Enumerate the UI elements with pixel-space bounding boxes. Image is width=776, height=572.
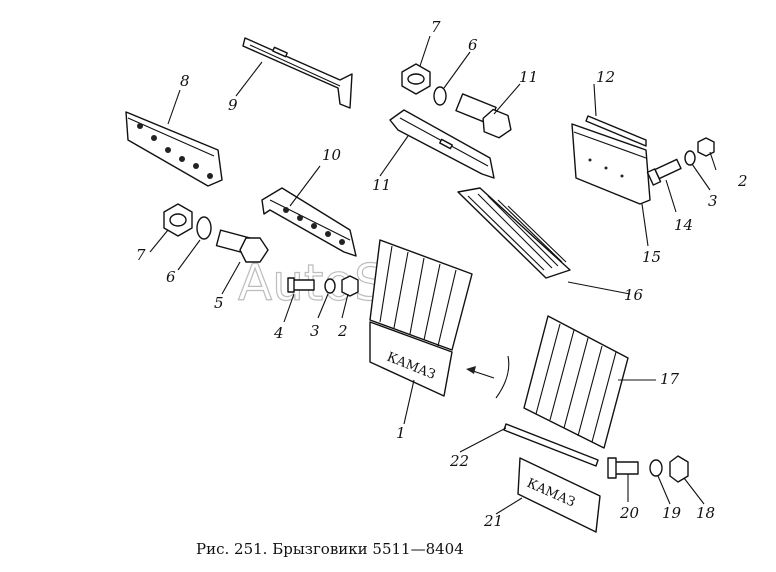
part-3-washer-small [324,278,336,294]
part-6-washer-left [196,216,212,240]
part-19-washer [649,459,663,477]
part-3-washer-right [684,150,696,166]
label-19: 19 [662,504,682,522]
label-12: 11 [519,68,538,86]
label-8: 8 [180,72,190,90]
part-22-strip [503,423,599,467]
label-13: 12 [596,68,615,86]
part-2-nut-small [341,275,359,297]
label-7-top: 7 [431,18,441,36]
callout-labels: 7 6 11 12 8 9 10 11 2 3 14 15 16 7 6 5 4… [136,18,748,530]
part-13-strip [585,115,647,147]
part-16-grille [457,187,571,279]
part-1-mudflap-assembly: КАМАЗ [369,239,473,397]
part-20-bolt [607,457,639,479]
label-11: 11 [372,176,391,194]
label-21: 21 [483,512,503,530]
part-10-bracket [261,187,357,257]
part-2-nut-right [697,137,715,157]
part-7-nut-left [163,203,193,237]
label-3-left: 3 [310,322,320,340]
direction-arrow [466,355,510,399]
part-18-nut [669,455,689,483]
label-20: 20 [619,504,640,522]
part-12-bolt [455,93,512,139]
label-15: 15 [642,248,661,266]
label-2-right: 2 [737,172,748,190]
part-11-bracket [389,109,495,179]
part-5-bolt [215,229,269,263]
label-4: 4 [273,324,284,342]
label-5: 5 [214,294,224,312]
label-22: 22 [449,452,469,470]
part-17-grille [523,315,629,449]
part-4-bolt-small [287,277,315,293]
label-10: 10 [322,146,342,164]
part-7-nut-top [401,63,431,95]
label-2-left: 2 [337,322,348,340]
label-18: 18 [696,504,715,522]
label-17: 17 [660,370,680,388]
part-14-bolt-small [646,158,682,186]
leader-lines [149,35,717,515]
part-8-bracket [125,111,223,187]
label-14: 14 [674,216,693,234]
label-9: 9 [228,96,238,114]
part-15-panel [571,123,651,205]
part-6-washer-top [433,86,447,106]
label-16: 16 [624,286,644,304]
label-3-right: 3 [708,192,718,210]
part-9-bracket [242,37,353,109]
figure-caption: Рис. 251. Брызговики 5511—8404 [196,540,464,558]
label-1: 1 [396,424,406,442]
label-6-left: 6 [166,268,176,286]
part-21-mudflap: КАМАЗ [517,457,601,533]
label-7-left: 7 [136,246,146,264]
label-6-top: 6 [468,36,478,54]
